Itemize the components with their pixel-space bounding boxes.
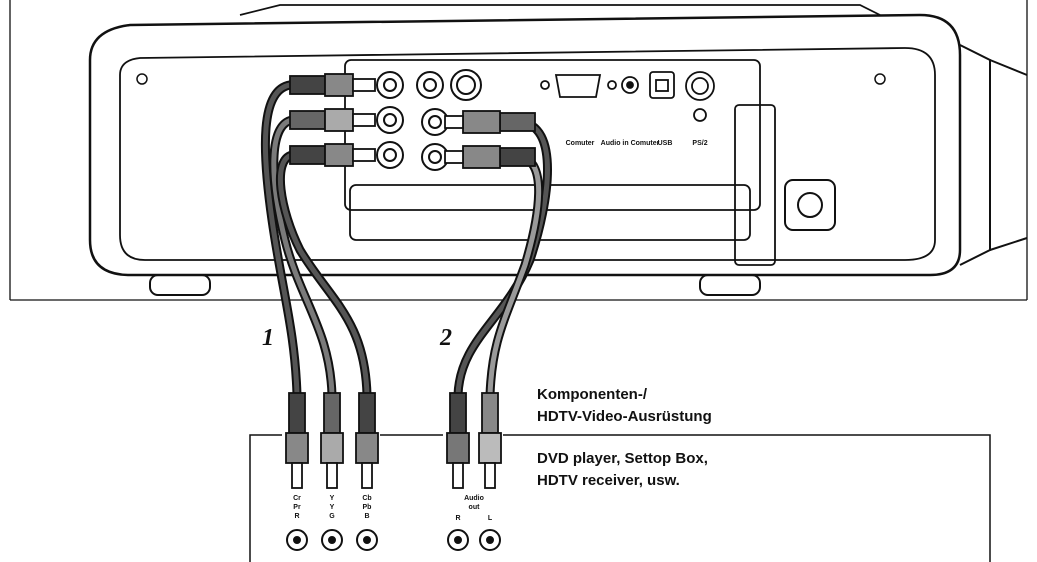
port-label-usb: USB [658, 140, 673, 147]
jack-label-audio-r: R [455, 515, 460, 522]
cable-number-1: 1 [262, 325, 274, 351]
equipment-title-line1: Komponenten-/ [537, 386, 648, 403]
vga-port [540, 74, 617, 98]
equipment-box [249, 434, 991, 562]
jack-label-pb: Pb [363, 504, 372, 511]
port-label-audio-in-computer: Audio in Comuter [601, 140, 660, 147]
jack-label-y: Y [330, 495, 335, 502]
svideo-port [450, 69, 482, 101]
port-label-computer: Comuter [566, 140, 595, 147]
port-label-ps2: PS/2 [692, 140, 707, 147]
ps2-port [685, 71, 715, 122]
cable-bundle-audio [453, 117, 552, 400]
jack-label-cb: Cb [362, 495, 371, 502]
rear-panel-rca-jacks [376, 71, 449, 171]
jack-label-pr: Pr [293, 504, 301, 511]
equipment-desc-line2: HDTV receiver, usw. [537, 472, 680, 489]
equipment-title-line2: HDTV-Video-Ausrüstung [537, 408, 712, 425]
jack-label-b: B [364, 513, 369, 520]
jack-label-y2: Y [330, 504, 335, 511]
jack-label-g: G [329, 513, 335, 520]
jack-label-r: R [294, 513, 299, 520]
jack-label-audio: Audio [464, 495, 484, 502]
cable-bundle-component-video [260, 80, 372, 400]
plugs-equipment-side [285, 392, 502, 489]
audio-in-port [621, 76, 639, 94]
equipment-sockets [286, 529, 501, 551]
projector [88, 4, 1028, 296]
jack-label-out: out [469, 504, 481, 511]
equipment-desc-line1: DVD player, Settop Box, [537, 450, 708, 467]
jack-label-cr: Cr [293, 495, 301, 502]
usb-port [649, 71, 675, 99]
plugs-projector-side [289, 73, 536, 169]
cable-number-2: 2 [439, 325, 452, 351]
jack-label-audio-l: L [488, 515, 493, 522]
